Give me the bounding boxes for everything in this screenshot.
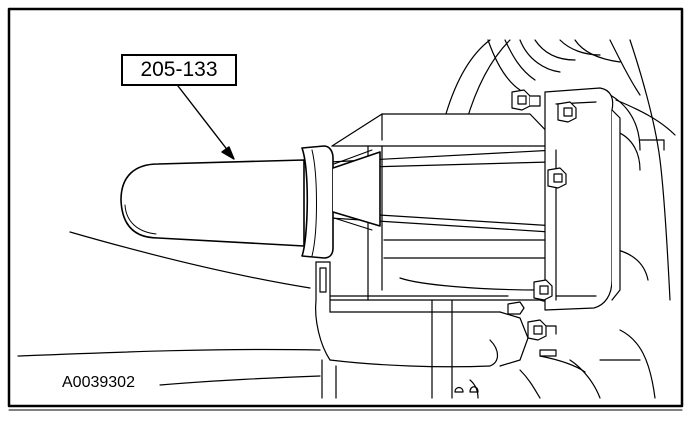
housing [329, 113, 562, 302]
lower-bracket [315, 261, 586, 399]
bolt-side [507, 301, 525, 315]
tool-number-callout: 205-133 [121, 54, 237, 86]
bolt-top-right [557, 101, 577, 123]
tool-collar [301, 145, 334, 259]
bolt-lower [533, 279, 553, 301]
bolt-middle [547, 167, 567, 189]
background-curves [17, 231, 321, 386]
tool-handle [120, 159, 305, 247]
figure-id-label: A0039302 [62, 374, 135, 391]
bolt-bottom [527, 319, 557, 341]
special-tool [120, 145, 381, 259]
flange-plate [544, 87, 621, 311]
tool-shank [332, 151, 381, 227]
border-outer [7, 7, 684, 408]
bolt-top-left [511, 89, 541, 111]
bolt-heads [507, 89, 577, 341]
callout-leader [177, 85, 235, 160]
